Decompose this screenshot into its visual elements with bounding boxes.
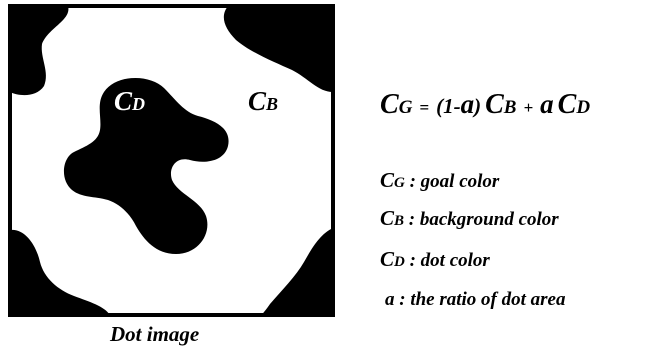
legend-goal-color: CG : goal color bbox=[380, 168, 500, 192]
color-equation: CG=(1-a) CB+a CD bbox=[380, 89, 591, 120]
background-color-label: CB bbox=[248, 86, 279, 116]
dot-color-label: CD bbox=[114, 86, 146, 116]
dot-image-caption: Dot image bbox=[110, 322, 200, 346]
legend-dot-color: CD : dot color bbox=[380, 247, 490, 271]
corner-blob-top-left bbox=[10, 6, 69, 96]
center-dot-blob bbox=[63, 77, 229, 254]
legend-dot-ratio: a : the ratio of dot area bbox=[385, 289, 566, 310]
legend-background-color: CB : background color bbox=[380, 206, 559, 230]
corner-blob-bottom-left bbox=[10, 229, 110, 315]
corner-blob-bottom-right bbox=[262, 228, 333, 315]
corner-blob-top-right bbox=[223, 6, 333, 92]
